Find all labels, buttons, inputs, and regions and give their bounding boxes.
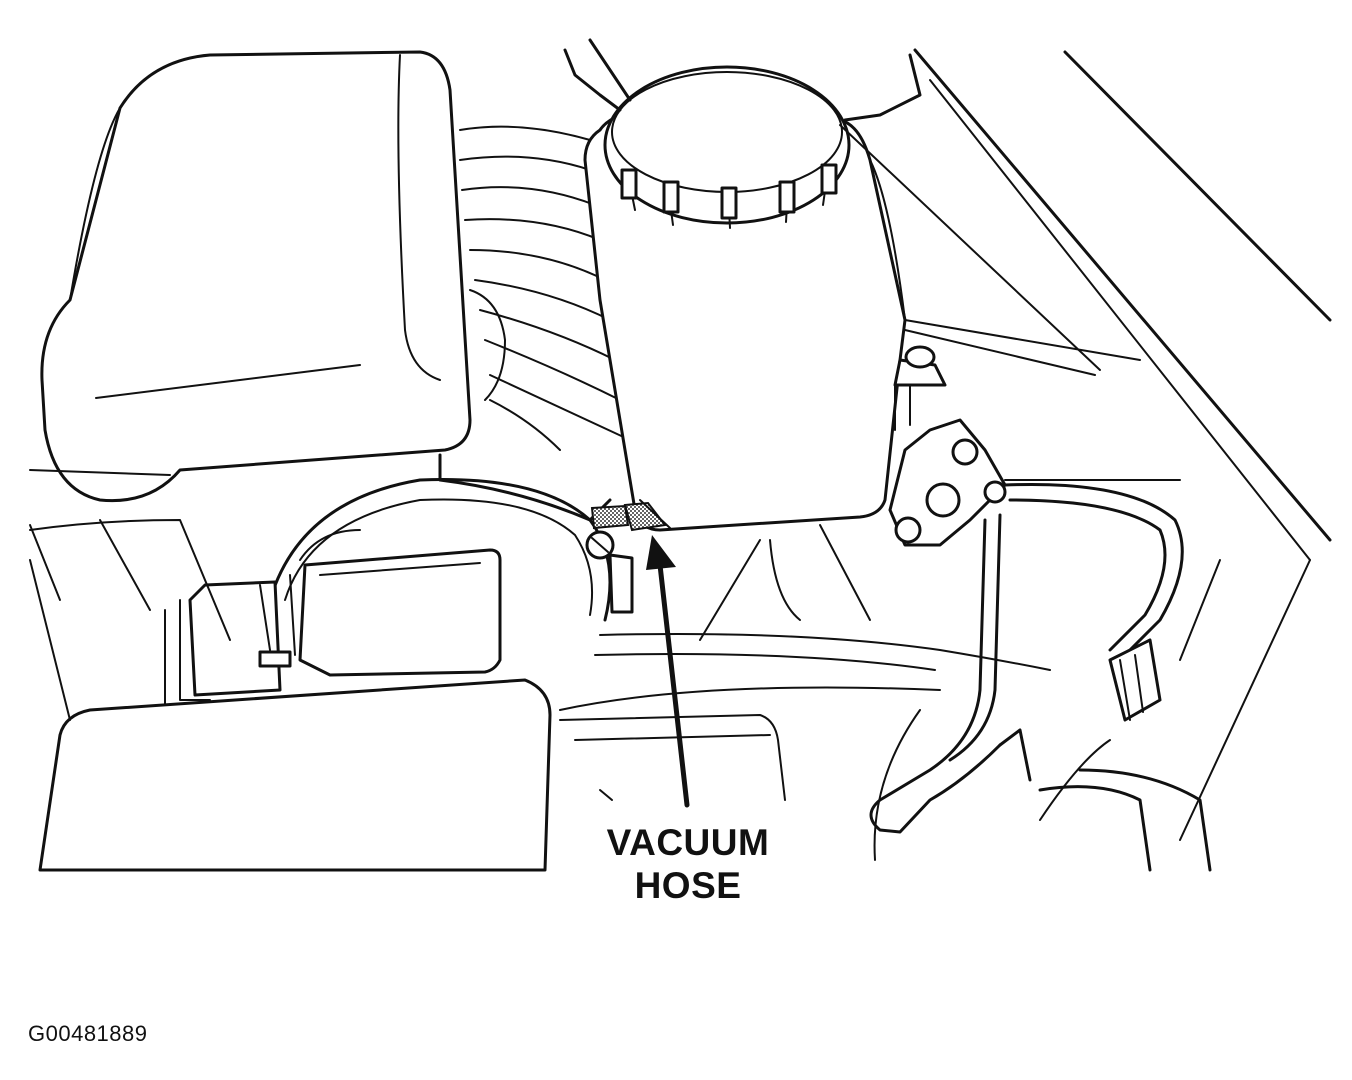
booster-body <box>873 479 1212 872</box>
air-cleaner-housing <box>40 50 472 503</box>
vacuum-hose-clamp <box>585 530 634 614</box>
wire-harness <box>29 469 1051 721</box>
brake-booster-plate <box>888 418 1007 547</box>
sensor-connector <box>164 548 502 711</box>
vacuum-hose <box>590 499 671 532</box>
upper-hose <box>563 38 922 122</box>
reservoir-mount-bolt <box>893 345 947 431</box>
callout-arrow <box>646 535 690 808</box>
lower-housing <box>38 678 786 872</box>
fender-lines <box>839 48 1332 841</box>
reservoir-cap <box>603 65 851 229</box>
figure-id: G00481889 <box>28 1021 148 1046</box>
callout-label-line2: HOSE <box>634 865 742 906</box>
callout-label-line1: VACUUM <box>606 822 770 863</box>
intake-duct <box>438 125 631 522</box>
brake-lines <box>869 482 1184 834</box>
